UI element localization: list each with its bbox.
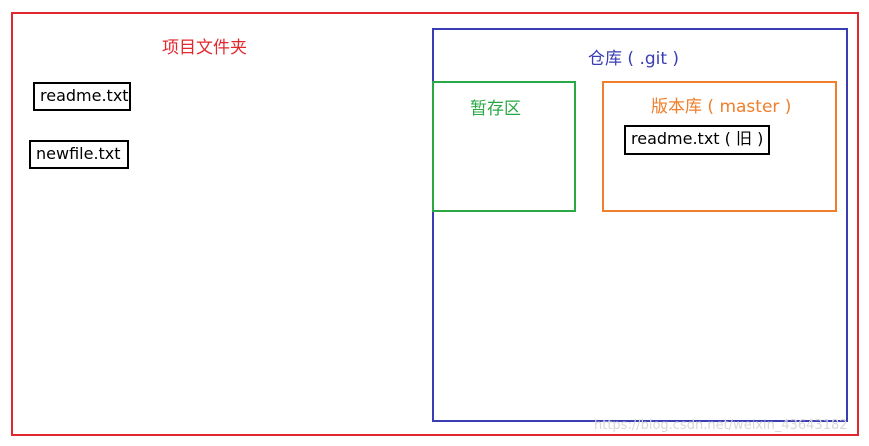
master-branch-title: 版本库 ( master ) [651, 97, 792, 117]
file-readme: readme.txt [33, 82, 131, 111]
repository-box [432, 28, 848, 422]
project-folder-title: 项目文件夹 [162, 38, 247, 58]
repository-title: 仓库 ( .git ) [588, 49, 680, 69]
staging-area-box [432, 81, 576, 212]
project-folder-box [11, 12, 859, 436]
file-readme-old: readme.txt ( 旧 ) [624, 125, 770, 155]
watermark: https://blog.csdn.net/weixin_43643182 [594, 418, 848, 433]
file-newfile: newfile.txt [29, 140, 129, 169]
staging-area-title: 暂存区 [470, 99, 521, 119]
master-branch-box [602, 81, 837, 212]
